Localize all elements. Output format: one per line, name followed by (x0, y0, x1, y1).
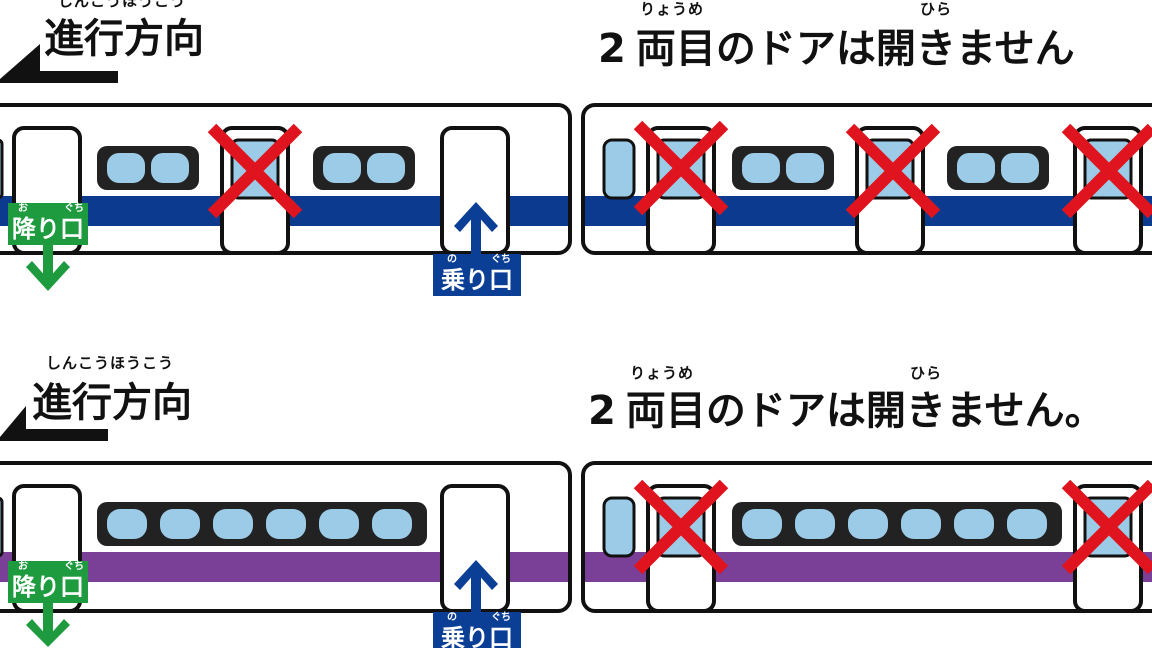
entry-ruby-guchi: ぐち (491, 254, 511, 265)
exit-ruby-guchi: ぐち (64, 561, 84, 572)
exit-ruby-guchi: ぐち (64, 203, 84, 214)
up-arrow-icon (454, 202, 498, 256)
entry-ruby-guchi: ぐち (491, 612, 511, 623)
left-arrow-icon (0, 406, 108, 441)
exit-tag: お ぐち 降り口 (8, 561, 88, 603)
door-notice-text-2: 開きません。 (865, 388, 1105, 434)
entry-label: 乗り口 (441, 624, 513, 648)
entry-tag: の ぐち 乗り口 (433, 254, 521, 296)
exit-label: 降り口 (12, 573, 84, 601)
entry-label: 乗り口 (441, 266, 513, 294)
down-arrow-icon (26, 245, 70, 291)
car-number: 2 (598, 26, 626, 72)
entry-ruby-no: の (447, 612, 457, 623)
door-notice-katakana: ドア (745, 388, 826, 434)
door-notice-mid: は (835, 26, 876, 72)
ruby-ryoume: りょうめ (640, 0, 705, 18)
door-notice-text-2: 開きません (875, 26, 1075, 72)
entry-ruby-no: の (447, 254, 457, 265)
exit-tag: お ぐち 降り口 (8, 203, 88, 245)
exit-label: 降り口 (12, 215, 84, 243)
train-car-icon (0, 461, 1152, 613)
door-notice-particle: の (715, 26, 756, 72)
entry-tag: の ぐち 乗り口 (433, 612, 521, 648)
car-number: 2 (588, 388, 616, 434)
exit-ruby-o: お (18, 203, 28, 214)
door-notice-katakana: ドア (755, 26, 836, 72)
ruby-ryoume: りょうめ (630, 364, 695, 382)
ruby-hira: ひら (920, 0, 953, 18)
door-notice-mid: は (825, 388, 866, 434)
door-notice-text-1: 両目 (635, 26, 716, 72)
direction-title: 進行方向 (44, 16, 204, 62)
exit-ruby-o: お (18, 561, 28, 572)
direction-ruby: しんこうほうこう (46, 354, 175, 372)
direction-title: 進行方向 (32, 380, 192, 426)
door-notice-text-1: 両目 (625, 388, 706, 434)
ruby-hira: ひら (910, 364, 943, 382)
door-notice-particle: の (705, 388, 746, 434)
left-arrow-icon (0, 44, 118, 83)
down-arrow-icon (26, 603, 70, 647)
up-arrow-icon (454, 560, 498, 614)
direction-ruby: しんこうほうこう (58, 0, 187, 10)
